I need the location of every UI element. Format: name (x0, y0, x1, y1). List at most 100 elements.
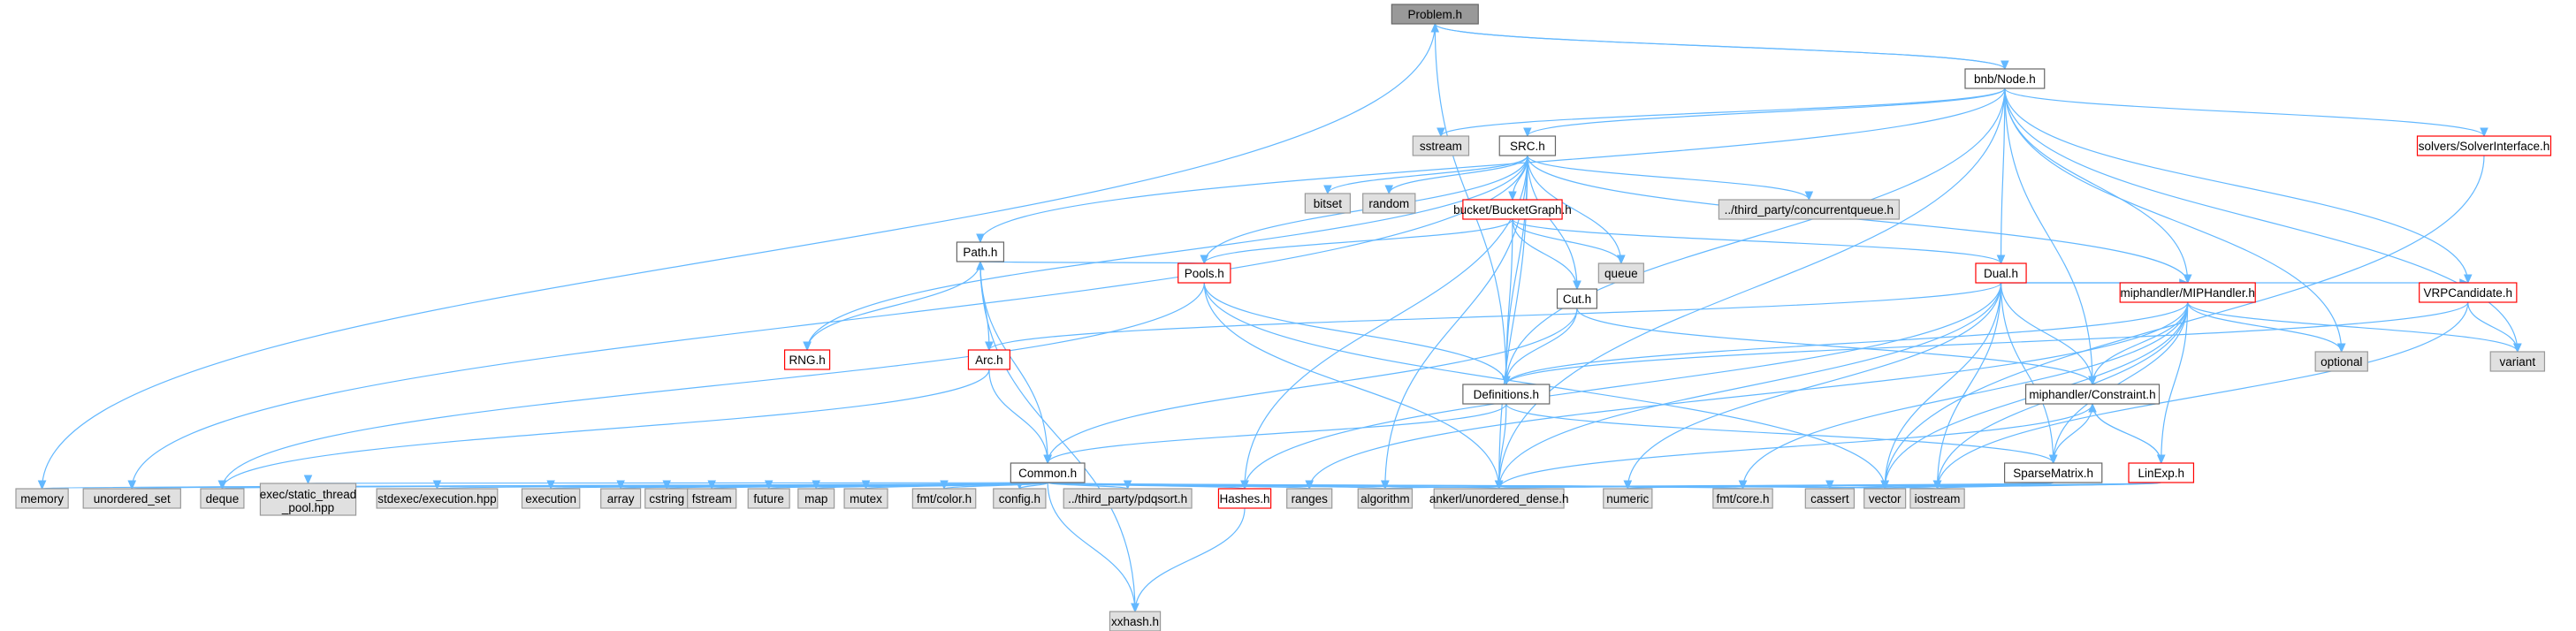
edge-bucketgraph-to-dual (1512, 218, 2002, 264)
node-linexp[interactable]: LinExp.h (2128, 462, 2195, 483)
edge-path-to-arc (979, 261, 990, 351)
arrowhead-common-to-cstring (662, 480, 672, 490)
node-bnbnode-box (1964, 68, 2046, 89)
node-definitions-label: Definitions.h (1474, 388, 1539, 401)
arrowhead-common-to-unordered_set (127, 480, 137, 490)
node-rng[interactable]: RNG.h (783, 349, 831, 370)
node-cut-box (1556, 288, 1598, 309)
edge-dual-to-numeric (1627, 282, 2002, 490)
node-hashes-box (1217, 488, 1272, 509)
node-sstream-box (1412, 135, 1470, 156)
node-vector: vector (1863, 488, 1907, 509)
edge-src-to-concurrentqueue (1527, 155, 1810, 201)
edge-hashes-to-xxhash (1134, 507, 1246, 612)
node-constraint-label: miphandler/Constraint.h (2029, 388, 2155, 401)
node-constraint[interactable]: miphandler/Constraint.h (2024, 384, 2161, 405)
node-algorithm-box (1357, 488, 1414, 509)
node-vector-box (1863, 488, 1907, 509)
node-optional-box (2314, 351, 2368, 372)
node-sparsematrix[interactable]: SparseMatrix.h (2004, 462, 2103, 483)
node-path[interactable]: Path.h (956, 241, 1005, 262)
edge-cut-to-common (1047, 308, 1578, 464)
edge-bnbnode-to-ankerl (1498, 87, 2006, 490)
edge-common-to-config (1018, 482, 1048, 490)
arrowhead-bucketgraph-to-dual (1996, 255, 2006, 265)
edge-src-to-unordered_set (131, 155, 1528, 490)
node-execution-box (521, 488, 581, 509)
edge-src-to-cut (1527, 155, 1578, 290)
arrowhead-linexp-to-constraint (2088, 402, 2097, 413)
node-mutex-box (843, 488, 888, 509)
edge-miphandler-to-linexp (2161, 301, 2189, 464)
node-variant-box (2489, 351, 2546, 372)
node-future: future (747, 488, 790, 509)
arrowhead-vrpcandidate-to-variant (2513, 343, 2522, 354)
node-memory-box (15, 488, 69, 509)
edge-dual-to-sparsematrix (2000, 282, 2054, 464)
node-sstream: sstream (1412, 135, 1470, 156)
node-mutex-label: mutex (850, 492, 882, 506)
edge-src-to-rng (806, 155, 1528, 351)
node-bitset-box (1304, 193, 1351, 214)
edge-bnbnode-to-solverinterface (2004, 87, 2485, 137)
edge-constraint-to-ankerl (1498, 403, 2093, 490)
arrowhead-src-to-bucketgraph (1508, 191, 1517, 201)
node-src[interactable]: SRC.h (1498, 135, 1557, 156)
arrowhead-bucketgraph-to-pools (1200, 255, 1209, 265)
node-solverinterface[interactable]: solvers/SolverInterface.h (2416, 135, 2552, 156)
arrowhead-common-to-vector (1880, 480, 1889, 490)
node-pools-box (1177, 262, 1231, 284)
arrowhead-bucketgraph-to-cut (1573, 280, 1581, 291)
node-miphandler-box (2119, 282, 2256, 303)
node-arc[interactable]: Arc.h (967, 349, 1010, 370)
edge-dual-to-hashes (1244, 282, 2002, 490)
node-vrpcandidate[interactable]: VRPCandidate.h (2419, 282, 2518, 303)
node-pdqsort-box (1063, 488, 1193, 509)
node-problem-box (1391, 4, 1479, 25)
node-algorithm: algorithm (1357, 488, 1414, 509)
node-optional-label: optional (2321, 355, 2362, 369)
node-array-box (600, 488, 642, 509)
node-pools[interactable]: Pools.h (1177, 262, 1231, 284)
arrowhead-common-to-map (812, 480, 820, 490)
node-bnbnode[interactable]: bnb/Node.h (1964, 68, 2046, 89)
node-hashes[interactable]: Hashes.h (1217, 488, 1272, 509)
edge-cut-to-definitions (1505, 308, 1578, 385)
edge-path-to-xxhash (979, 261, 1136, 612)
node-deque-box (200, 488, 245, 509)
edge-vrpcandidate-to-variant (2467, 301, 2519, 353)
edge-bnbnode-to-optional (2004, 87, 2343, 353)
edge-src-to-queue (1527, 155, 1622, 264)
node-dual[interactable]: Dual.h (1975, 262, 2027, 284)
node-cstring-label: cstring (649, 492, 684, 506)
arrowhead-bucketgraph-to-queue (1617, 255, 1626, 265)
node-constraint-box (2024, 384, 2161, 405)
node-definitions[interactable]: Definitions.h (1462, 384, 1551, 405)
node-path-label: Path.h (963, 246, 997, 259)
node-sstream-label: sstream (1420, 140, 1462, 153)
node-numeric-label: numeric (1606, 492, 1649, 506)
node-cassert-box (1804, 488, 1856, 509)
arrowhead-common-to-fmtcolor (940, 480, 949, 490)
edge-common-to-iostream (1047, 482, 1939, 490)
node-vrpcandidate-box (2419, 282, 2518, 303)
node-cut-label: Cut.h (1563, 293, 1591, 306)
arrowhead-hashes-to-xxhash (1131, 603, 1139, 613)
node-bucketgraph[interactable]: bucket/BucketGraph.h (1453, 199, 1572, 220)
node-common[interactable]: Common.h (1010, 462, 1086, 483)
node-miphandler[interactable]: miphandler/MIPHandler.h (2119, 282, 2256, 303)
node-numeric: numeric (1603, 488, 1653, 509)
edge-dual-to-ankerl (1498, 282, 2002, 490)
edge-constraint-to-sparsematrix (2053, 403, 2093, 464)
node-cut[interactable]: Cut.h (1556, 288, 1598, 309)
node-problem-label: Problem.h (1408, 8, 1463, 21)
node-ranges-box (1286, 488, 1333, 509)
node-problem[interactable]: Problem.h (1391, 4, 1479, 25)
node-concurrentqueue-box (1718, 199, 1900, 220)
edge-problem-to-memory (41, 23, 1436, 490)
edge-miphandler-to-definitions (1505, 301, 2189, 385)
edge-bnbnode-to-vrpcandidate (2004, 87, 2469, 284)
node-fstream: fstream (687, 488, 737, 509)
node-map-label: map (804, 492, 827, 506)
arrowhead-common-to-ankerl (1494, 480, 1504, 490)
